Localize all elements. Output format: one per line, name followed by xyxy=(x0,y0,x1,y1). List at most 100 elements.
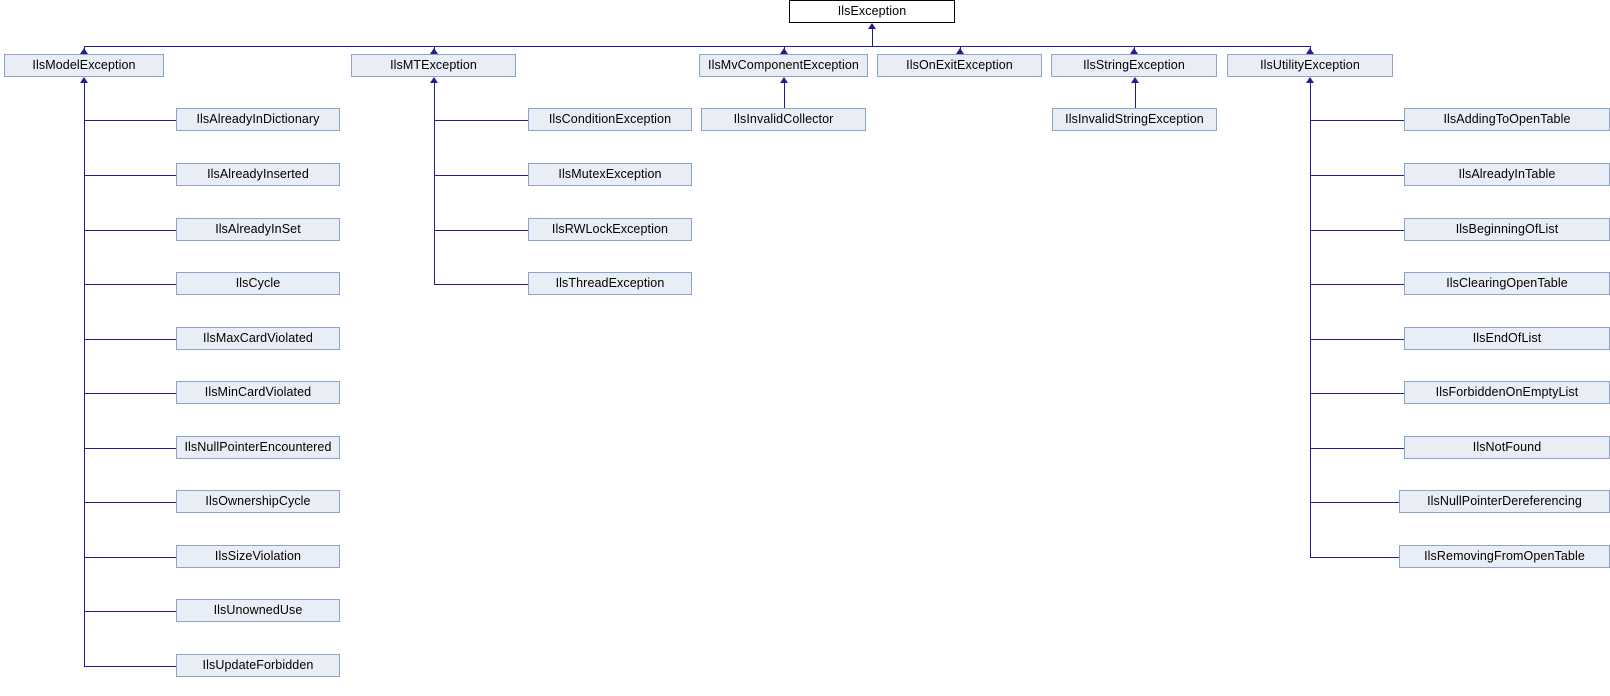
class-node-ils-forbidden-on-empty-list[interactable]: IlsForbiddenOnEmptyList xyxy=(1404,381,1610,404)
class-node-label: IlsBeginningOfList xyxy=(1455,222,1559,237)
class-node-label: IlsMTException xyxy=(390,58,477,73)
class-node-ils-invalid-string-exception[interactable]: IlsInvalidStringException xyxy=(1052,108,1217,131)
inheritance-arrow xyxy=(430,48,438,54)
class-node-ils-model-exception[interactable]: IlsModelException xyxy=(4,54,164,77)
inheritance-arrow xyxy=(780,77,788,83)
inheritance-arrow-root xyxy=(868,23,876,29)
class-node-label: IlsNullPointerDereferencing xyxy=(1427,494,1582,509)
inheritance-edge-horizontal xyxy=(84,557,176,558)
class-node-ils-clearing-open-table[interactable]: IlsClearingOpenTable xyxy=(1404,272,1610,295)
class-node-ils-exception[interactable]: IlsException xyxy=(789,0,955,23)
class-node-ils-update-forbidden[interactable]: IlsUpdateForbidden xyxy=(176,654,340,677)
class-node-ils-invalid-collector[interactable]: IlsInvalidCollector xyxy=(701,108,866,131)
class-node-label: IlsSizeViolation xyxy=(214,549,302,564)
class-node-label: IlsUtilityException xyxy=(1260,58,1360,73)
inheritance-edge-horizontal xyxy=(1310,175,1404,176)
class-node-label: IlsAddingToOpenTable xyxy=(1443,112,1571,127)
class-node-ils-ownership-cycle[interactable]: IlsOwnershipCycle xyxy=(176,490,340,513)
class-node-ils-already-in-table[interactable]: IlsAlreadyInTable xyxy=(1404,163,1610,186)
inheritance-edge-horizontal xyxy=(84,339,176,340)
class-node-label: IlsEndOfList xyxy=(1472,331,1542,346)
inheritance-arrow xyxy=(780,48,788,54)
class-node-ils-mtexception[interactable]: IlsMTException xyxy=(351,54,516,77)
inheritance-arrow xyxy=(80,77,88,83)
class-node-ils-on-exit-exception[interactable]: IlsOnExitException xyxy=(877,54,1042,77)
inheritance-edge-vertical xyxy=(784,83,785,108)
class-node-label: IlsModelException xyxy=(32,58,136,73)
class-node-label: IlsOnExitException xyxy=(906,58,1013,73)
class-node-ils-end-of-list[interactable]: IlsEndOfList xyxy=(1404,327,1610,350)
inheritance-arrow xyxy=(80,48,88,54)
class-node-ils-not-found[interactable]: IlsNotFound xyxy=(1404,436,1610,459)
class-node-ils-max-card-violated[interactable]: IlsMaxCardViolated xyxy=(176,327,340,350)
class-node-ils-thread-exception[interactable]: IlsThreadException xyxy=(528,272,692,295)
class-node-label: IlsNullPointerEncountered xyxy=(184,440,332,455)
class-node-ils-already-in-dictionary[interactable]: IlsAlreadyInDictionary xyxy=(176,108,340,131)
class-node-label: IlsException xyxy=(837,4,907,19)
class-node-ils-size-violation[interactable]: IlsSizeViolation xyxy=(176,545,340,568)
inheritance-edge-horizontal xyxy=(1310,284,1404,285)
inheritance-edge-horizontal xyxy=(872,46,1310,47)
inheritance-edge-horizontal xyxy=(1310,230,1404,231)
inheritance-edge-horizontal xyxy=(434,284,528,285)
inheritance-edge-horizontal xyxy=(1310,448,1404,449)
class-node-label: IlsStringException xyxy=(1083,58,1185,73)
class-node-label: IlsNotFound xyxy=(1472,440,1542,455)
class-node-ils-string-exception[interactable]: IlsStringException xyxy=(1051,54,1217,77)
class-node-ils-null-pointer-dereferencing[interactable]: IlsNullPointerDereferencing xyxy=(1399,490,1610,513)
class-node-ils-min-card-violated[interactable]: IlsMinCardViolated xyxy=(176,381,340,404)
inheritance-edge-horizontal xyxy=(84,448,176,449)
class-node-label: IlsThreadException xyxy=(555,276,665,291)
class-node-label: IlsAlreadyInserted xyxy=(207,167,309,182)
inheritance-edge-horizontal xyxy=(1310,502,1399,503)
class-node-ils-beginning-of-list[interactable]: IlsBeginningOfList xyxy=(1404,218,1610,241)
class-node-ils-already-in-set[interactable]: IlsAlreadyInSet xyxy=(176,218,340,241)
inheritance-arrow xyxy=(1131,77,1139,83)
inheritance-edge-horizontal xyxy=(784,46,872,47)
class-node-ils-already-inserted[interactable]: IlsAlreadyInserted xyxy=(176,163,340,186)
inheritance-edge-horizontal xyxy=(84,393,176,394)
class-node-ils-mutex-exception[interactable]: IlsMutexException xyxy=(528,163,692,186)
class-node-ils-utility-exception[interactable]: IlsUtilityException xyxy=(1227,54,1393,77)
inheritance-edge-horizontal xyxy=(84,666,176,667)
class-node-ils-rwlock-exception[interactable]: IlsRWLockException xyxy=(528,218,692,241)
inheritance-edge-horizontal xyxy=(434,46,872,47)
class-node-label: IlsAlreadyInTable xyxy=(1458,167,1556,182)
inheritance-edge-horizontal xyxy=(434,120,528,121)
class-node-label: IlsCycle xyxy=(235,276,281,291)
inheritance-arrow xyxy=(956,48,964,54)
inheritance-trunk-edge xyxy=(1310,83,1311,557)
class-node-label: IlsUnownedUse xyxy=(213,603,303,618)
root-stem-edge xyxy=(872,29,873,46)
inheritance-edge-horizontal xyxy=(84,120,176,121)
inheritance-edge-horizontal xyxy=(1310,339,1404,340)
inheritance-edge-horizontal xyxy=(1310,557,1399,558)
class-node-ils-condition-exception[interactable]: IlsConditionException xyxy=(528,108,692,131)
inheritance-trunk-edge xyxy=(84,83,85,666)
inheritance-edge-horizontal xyxy=(84,230,176,231)
class-node-label: IlsInvalidCollector xyxy=(733,112,834,127)
class-node-ils-adding-to-open-table[interactable]: IlsAddingToOpenTable xyxy=(1404,108,1610,131)
class-node-ils-unowned-use[interactable]: IlsUnownedUse xyxy=(176,599,340,622)
class-node-label: IlsRWLockException xyxy=(551,222,669,237)
inheritance-arrow xyxy=(430,77,438,83)
class-node-label: IlsOwnershipCycle xyxy=(205,494,311,509)
inheritance-edge-horizontal xyxy=(1310,120,1404,121)
class-node-label: IlsConditionException xyxy=(548,112,672,127)
inheritance-edge-horizontal xyxy=(84,175,176,176)
inheritance-edge-horizontal xyxy=(1310,393,1404,394)
class-node-label: IlsAlreadyInSet xyxy=(215,222,301,237)
class-node-ils-removing-from-open-table[interactable]: IlsRemovingFromOpenTable xyxy=(1399,545,1610,568)
class-node-label: IlsAlreadyInDictionary xyxy=(196,112,320,127)
class-node-ils-null-pointer-encountered[interactable]: IlsNullPointerEncountered xyxy=(176,436,340,459)
inheritance-edge-horizontal xyxy=(434,175,528,176)
inheritance-edge-horizontal xyxy=(84,502,176,503)
class-node-label: IlsInvalidStringException xyxy=(1065,112,1204,127)
class-node-ils-cycle[interactable]: IlsCycle xyxy=(176,272,340,295)
inheritance-edge-horizontal xyxy=(434,230,528,231)
class-node-label: IlsMinCardViolated xyxy=(204,385,312,400)
class-node-ils-mv-component-exception[interactable]: IlsMvComponentException xyxy=(699,54,868,77)
class-node-label: IlsMaxCardViolated xyxy=(203,331,313,346)
class-node-label: IlsMutexException xyxy=(558,167,662,182)
class-node-label: IlsClearingOpenTable xyxy=(1446,276,1568,291)
